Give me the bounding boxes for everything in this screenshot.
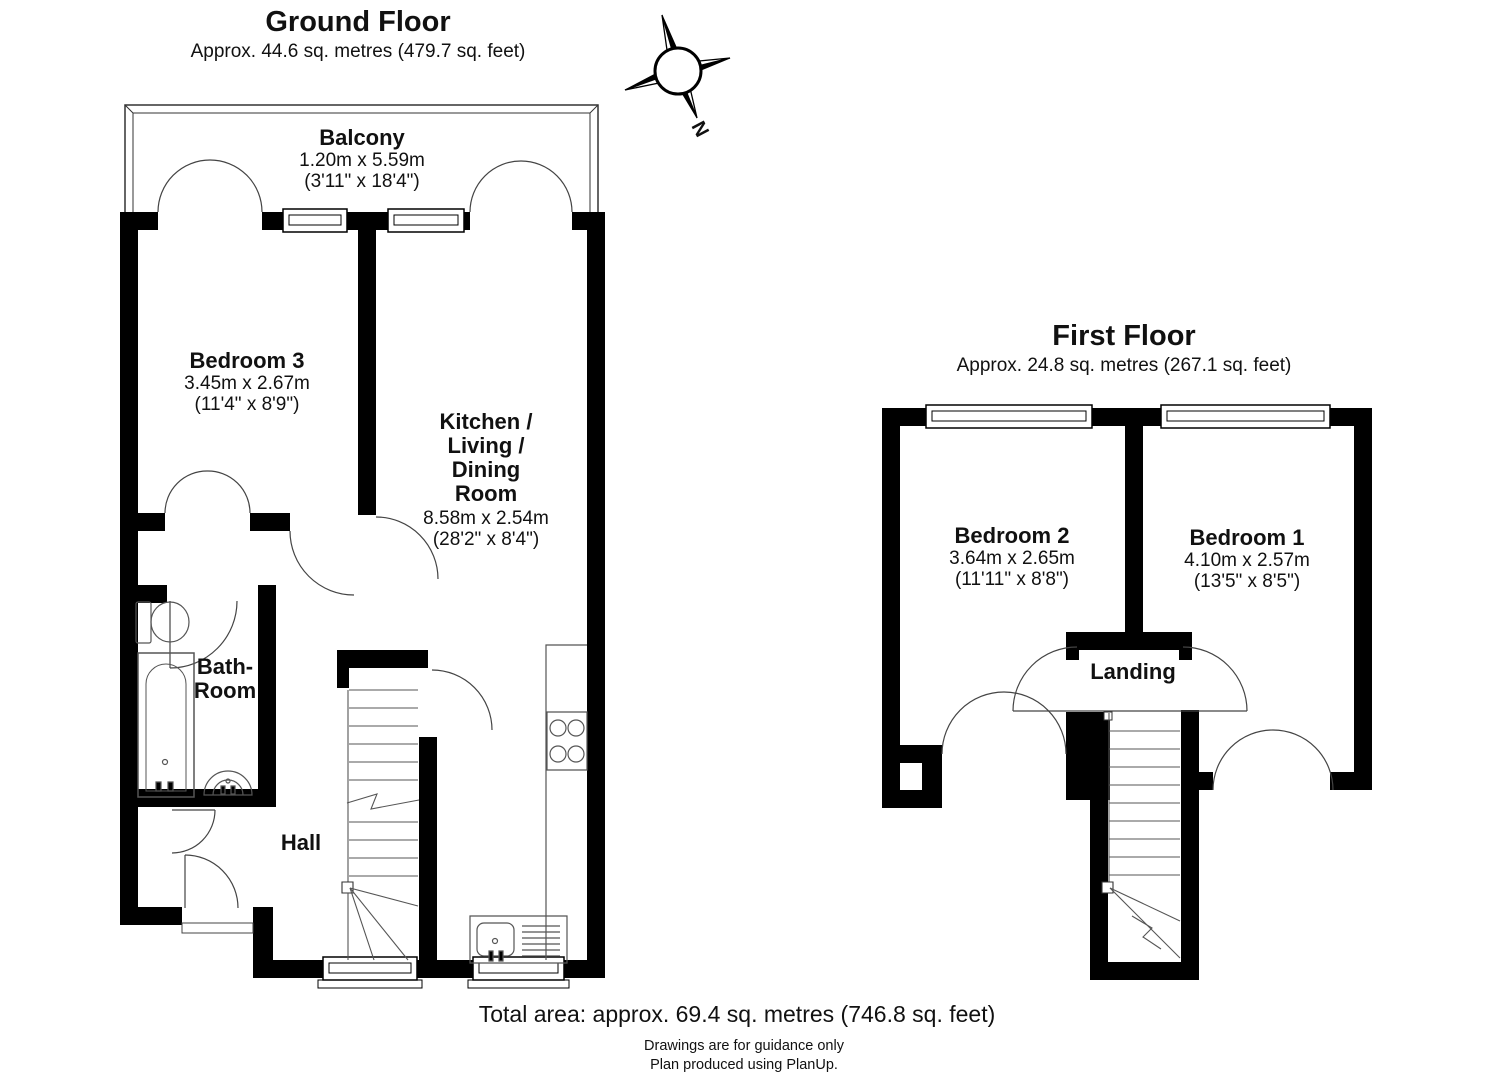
- ground-floor-area: Approx. 44.6 sq. metres (479.7 sq. feet): [190, 41, 526, 62]
- kitchen-fixtures: [470, 645, 587, 963]
- credit-text: Plan produced using PlanUp.: [650, 1057, 838, 1073]
- counter-line: [546, 645, 587, 960]
- first-floor-area: Approx. 24.8 sq. metres (267.1 sq. feet): [956, 355, 1292, 376]
- room-label-hall: Hall: [280, 830, 322, 855]
- bedroom3-dim-metric: 3.45m x 2.67m: [184, 373, 310, 394]
- room-label-bedroom3: Bedroom 3: [189, 348, 305, 373]
- bedroom2-dim-metric: 3.64m x 2.65m: [949, 548, 1075, 569]
- bathroom-fixtures: [136, 602, 252, 797]
- balcony-outline: [125, 105, 598, 212]
- ground-floor-doors: [158, 160, 572, 933]
- bathtub-icon: [138, 653, 194, 797]
- bedroom1-dim-metric: 4.10m x 2.57m: [1184, 550, 1310, 571]
- toilet-icon: [136, 602, 151, 643]
- balcony-dim-imperial: (3'11" x 18'4"): [304, 171, 420, 192]
- balcony-dim-metric: 1.20m x 5.59m: [299, 150, 425, 171]
- bedroom2-dim-imperial: (11'11" x 8'8"): [954, 569, 1070, 590]
- first-floor-walls: [882, 408, 1372, 980]
- first-floor-plan: [882, 405, 1372, 980]
- first-floor-title: First Floor: [1052, 320, 1196, 352]
- bedroom1-dim-imperial: (13'5" x 8'5"): [1193, 571, 1301, 592]
- kitchen-dim-imperial: (28'2" x 8'4"): [432, 529, 540, 550]
- bedroom3-dim-imperial: (11'4" x 8'9"): [194, 394, 300, 415]
- room-label-kitchen-living-dining: Kitchen / Living / Dining Room: [439, 409, 533, 506]
- ground-floor-title: Ground Floor: [265, 6, 451, 38]
- ground-floor-walls: [120, 212, 605, 978]
- room-label-bathroom: Bath- Room: [193, 654, 257, 703]
- room-label-landing: Landing: [1090, 659, 1176, 684]
- total-area-text: Total area: approx. 69.4 sq. metres (746…: [478, 1001, 996, 1027]
- hob-icon: [547, 712, 587, 770]
- first-floor-windows: [926, 405, 1330, 428]
- compass-icon: [625, 15, 730, 118]
- room-label-balcony: Balcony: [319, 125, 405, 150]
- room-label-bedroom1: Bedroom 1: [1189, 525, 1305, 550]
- basin-icon: [204, 771, 252, 795]
- ground-floor-stairs: [342, 690, 419, 960]
- room-label-bedroom2: Bedroom 2: [954, 523, 1070, 548]
- disclaimer-text: Drawings are for guidance only: [644, 1038, 844, 1054]
- sink-unit-icon: [470, 916, 567, 963]
- toilet-bowl-icon: [151, 602, 189, 642]
- kitchen-dim-metric: 8.58m x 2.54m: [423, 508, 549, 529]
- first-floor-stairs: [1102, 713, 1180, 958]
- ground-floor-plan: [120, 105, 605, 988]
- first-floor-doors: [942, 647, 1333, 790]
